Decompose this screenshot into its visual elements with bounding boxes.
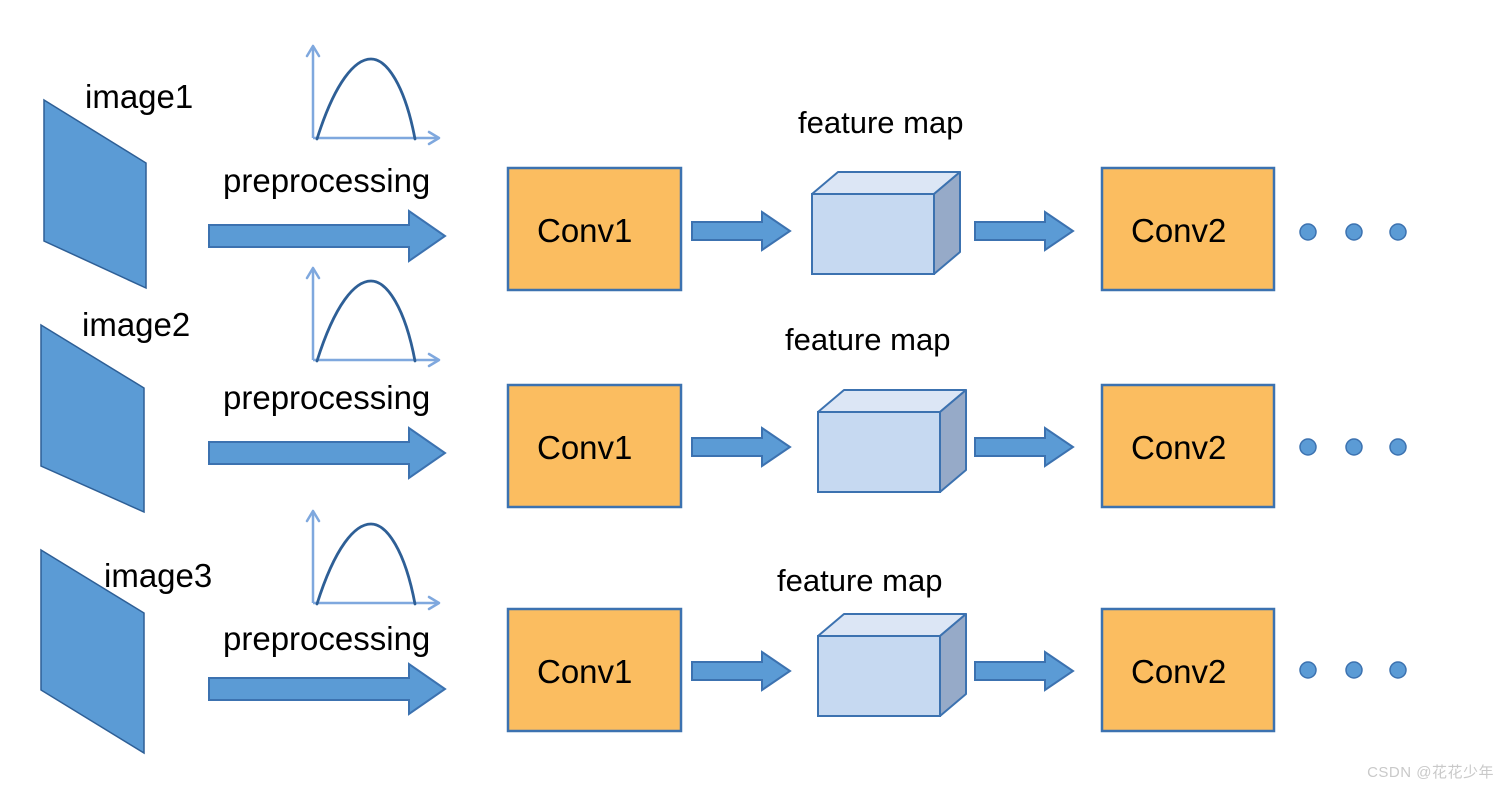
row-3-ellipsis-dots	[1299, 661, 1407, 679]
csdn-watermark: CSDN @花花少年	[1367, 764, 1494, 781]
row-2-ellipsis-dots	[1299, 438, 1407, 456]
row-2-arrow-conv1-to-featuremap	[691, 427, 791, 467]
row-3-plot-icon	[305, 509, 441, 611]
row-1-arrow-conv1-to-featuremap	[691, 211, 791, 251]
row-2-feature-map-cube	[817, 389, 967, 493]
row-3-arrow-conv1-to-featuremap	[691, 651, 791, 691]
row-3-preprocessing-label: preprocessing	[223, 620, 431, 657]
row-1-conv1-box	[506, 166, 683, 292]
row-1-conv2-label: Conv2	[1131, 212, 1227, 249]
row-2-image-parallelogram	[40, 323, 145, 514]
row-1-feature-map-label: feature map	[798, 105, 964, 140]
row-3-feature-map-cube	[817, 613, 967, 717]
row-2-conv2-label: Conv2	[1131, 429, 1227, 466]
row-1-feature-map-cube	[811, 171, 961, 275]
row-1-conv2-box	[1100, 166, 1276, 292]
row-2-image-label: image2	[82, 306, 191, 343]
row-1-preprocessing-label: preprocessing	[223, 162, 431, 199]
row-2-conv1-label: Conv1	[537, 429, 633, 466]
row-3-conv1-label: Conv1	[537, 653, 633, 690]
row-1-ellipsis-dots	[1299, 223, 1407, 241]
row-2-arrow-featuremap-to-conv2	[974, 427, 1074, 467]
row-2-preprocessing-label: preprocessing	[223, 379, 431, 416]
row-2-feature-map-label: feature map	[785, 322, 951, 357]
row-1-image-parallelogram	[43, 98, 147, 290]
row-3-arrow-featuremap-to-conv2	[974, 651, 1074, 691]
row-3-image-label: image3	[104, 557, 213, 594]
row-3-conv2-box	[1100, 607, 1276, 733]
row-2-conv2-box	[1100, 383, 1276, 509]
row-3-conv1-box	[506, 607, 683, 733]
row-1-arrow-featuremap-to-conv2	[974, 211, 1074, 251]
row-2-conv1-box	[506, 383, 683, 509]
row-3-preprocessing-arrow	[208, 663, 446, 715]
row-3-feature-map-label: feature map	[777, 563, 943, 598]
row-1-preprocessing-arrow	[208, 210, 446, 262]
row-1-image-label: image1	[85, 78, 194, 115]
row-1-conv1-label: Conv1	[537, 212, 633, 249]
row-3-conv2-label: Conv2	[1131, 653, 1227, 690]
row-2-plot-icon	[305, 266, 441, 368]
row-3-image-parallelogram	[40, 548, 145, 755]
row-1-plot-icon	[305, 44, 441, 146]
row-2-preprocessing-arrow	[208, 427, 446, 479]
